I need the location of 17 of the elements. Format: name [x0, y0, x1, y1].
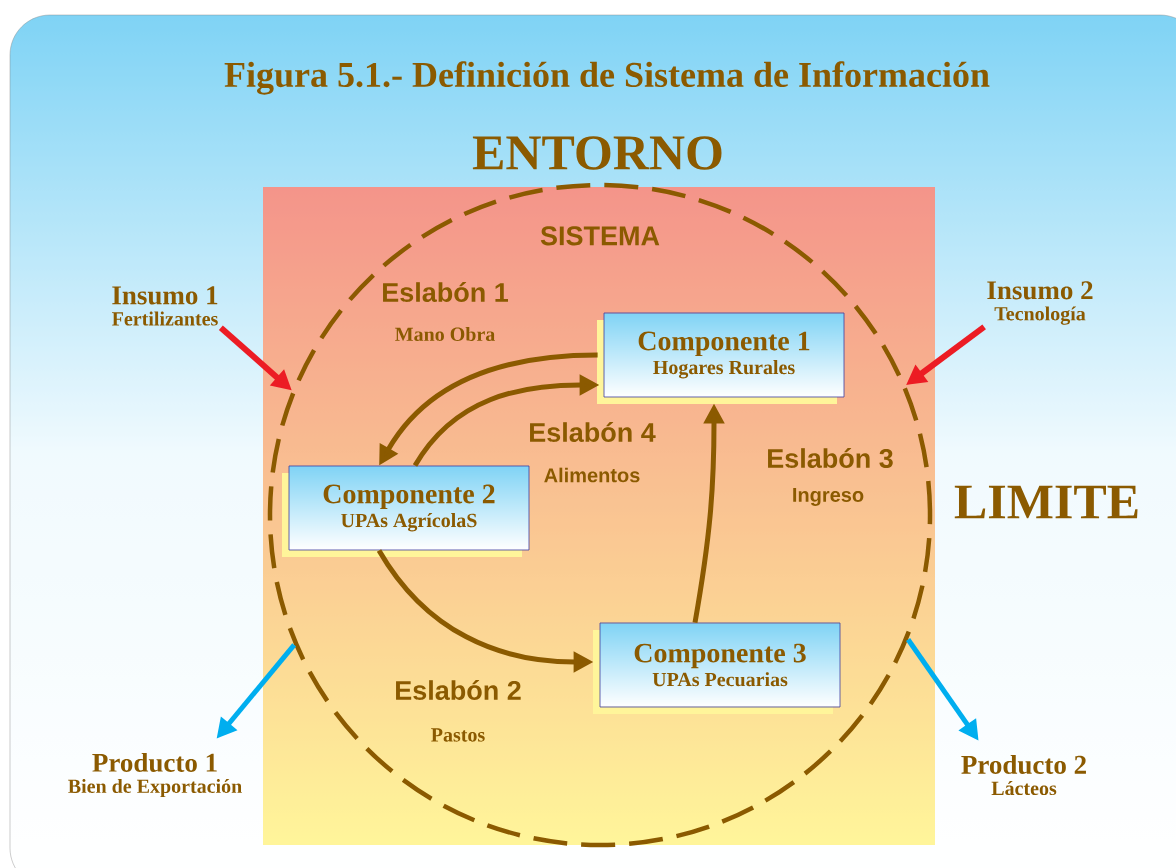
flow-label: Insumo 1 Fertilizantes: [112, 286, 218, 326]
component-box: Componente 2 UPAs AgrícolaS: [282, 465, 530, 557]
text-label: ENTORNO: [472, 136, 722, 170]
component-box: Componente 1 Hogares Rurales: [597, 312, 845, 404]
edge-label: Eslabón 2: [396, 679, 521, 701]
flow-label: Producto 2 Lácteos: [961, 754, 1086, 796]
text-label: Mano Obra: [395, 326, 495, 341]
edge-label: Eslabón 3: [768, 447, 893, 469]
edge-label: Eslabón 4: [530, 421, 656, 443]
component-box: Componente 3 UPAs Pecuarias: [593, 622, 841, 714]
text-label: Ingreso: [793, 488, 864, 506]
text-label: Pastos: [431, 728, 485, 742]
flow-label: Producto 1 Bien de Exportación: [68, 752, 242, 798]
title: Figura 5.1.- Definición de Sistema de Información: [224, 61, 990, 95]
text-label: LIMITE: [954, 485, 1138, 519]
edge-label: Eslabón 1: [383, 281, 508, 303]
flow-label: Insumo 2 Tecnología: [987, 281, 1093, 325]
